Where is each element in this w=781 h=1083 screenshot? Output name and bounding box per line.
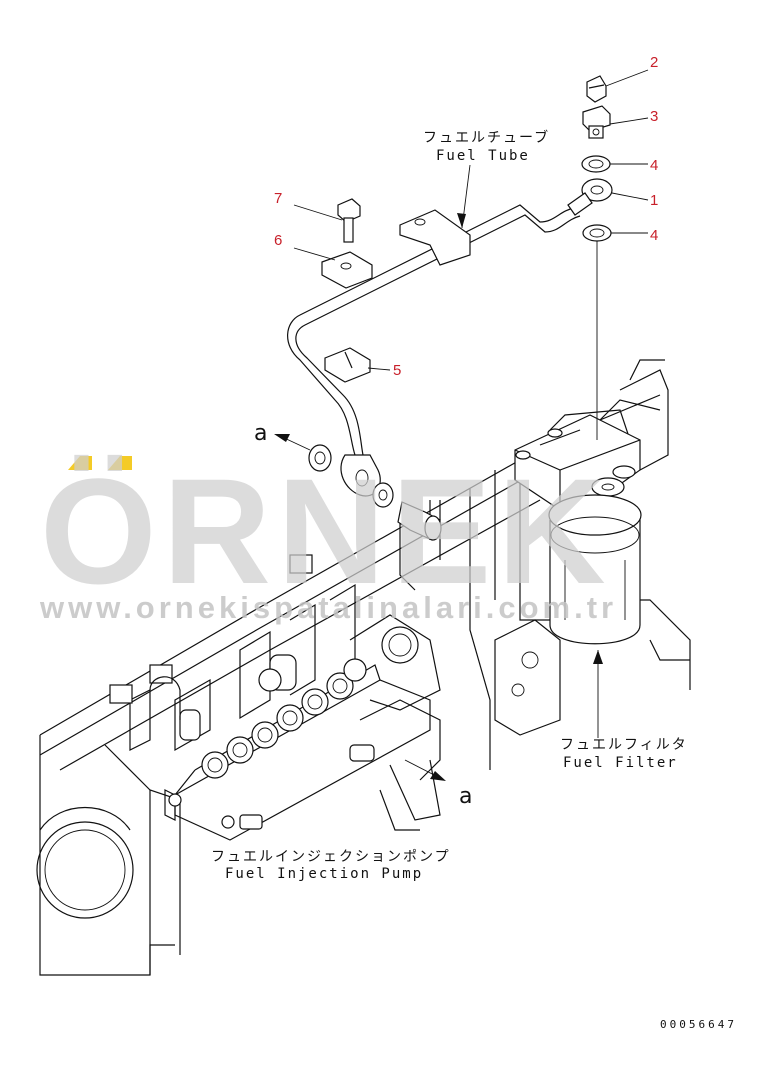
fuel-tube-label-en: Fuel Tube bbox=[436, 148, 530, 164]
hollow-screw bbox=[397, 501, 442, 541]
callout-4-upper: 4 bbox=[650, 157, 658, 174]
callout-2: 2 bbox=[650, 54, 658, 71]
drawing-number: 00056647 bbox=[660, 1018, 737, 1031]
part-3-eye-bolt bbox=[582, 105, 611, 139]
engine-block bbox=[36, 359, 691, 976]
delivery-valves bbox=[201, 658, 367, 779]
callout-6: 6 bbox=[274, 232, 282, 249]
view-a-bottom-label: a bbox=[459, 784, 472, 809]
leader-lines bbox=[274, 69, 649, 781]
watermark-url: www.ornekispatalinalari.com.tr bbox=[39, 590, 617, 625]
fuel-filter-label-en: Fuel Filter bbox=[563, 755, 678, 771]
callout-4-lower: 4 bbox=[650, 227, 658, 244]
injection-pump-label-jp: フュエルインジェクションポンプ bbox=[211, 849, 451, 865]
watermark-accent-right bbox=[108, 456, 132, 470]
fuel-tube bbox=[287, 178, 613, 497]
callout-1: 1 bbox=[650, 192, 658, 209]
callout-7: 7 bbox=[274, 190, 282, 207]
part-4-washer-lower bbox=[582, 224, 612, 242]
fuel-filter bbox=[514, 414, 642, 645]
pump-side-washers bbox=[308, 444, 394, 508]
watermark-accent-left bbox=[68, 456, 92, 470]
part-5-clamp bbox=[324, 347, 371, 383]
watermark: ÖRNEK www.ornekispatalinalari.com.tr bbox=[39, 447, 617, 625]
part-6-clamp bbox=[321, 251, 373, 289]
fuel-tube-label-jp: フュエルチューブ bbox=[423, 129, 550, 146]
part-7-bolt bbox=[337, 198, 361, 243]
part-4-washer-upper bbox=[581, 155, 611, 173]
flywheel-housing bbox=[36, 806, 134, 919]
callouts: 2 3 4 1 4 7 6 5 bbox=[274, 54, 658, 379]
part-labels: フュエルチューブ Fuel Tube フュエルフィルタ Fuel Filter … bbox=[211, 129, 737, 1031]
fuel-injection-pump bbox=[164, 614, 441, 841]
view-a-top-label: a bbox=[254, 421, 267, 446]
part-2-bolt bbox=[586, 75, 607, 103]
callout-3: 3 bbox=[650, 108, 658, 125]
injection-pump-label-en: Fuel Injection Pump bbox=[225, 866, 423, 882]
callout-5: 5 bbox=[393, 362, 401, 379]
fuel-filter-label-jp: フュエルフィルタ bbox=[560, 737, 688, 753]
watermark-brand: ÖRNEK bbox=[40, 447, 612, 615]
